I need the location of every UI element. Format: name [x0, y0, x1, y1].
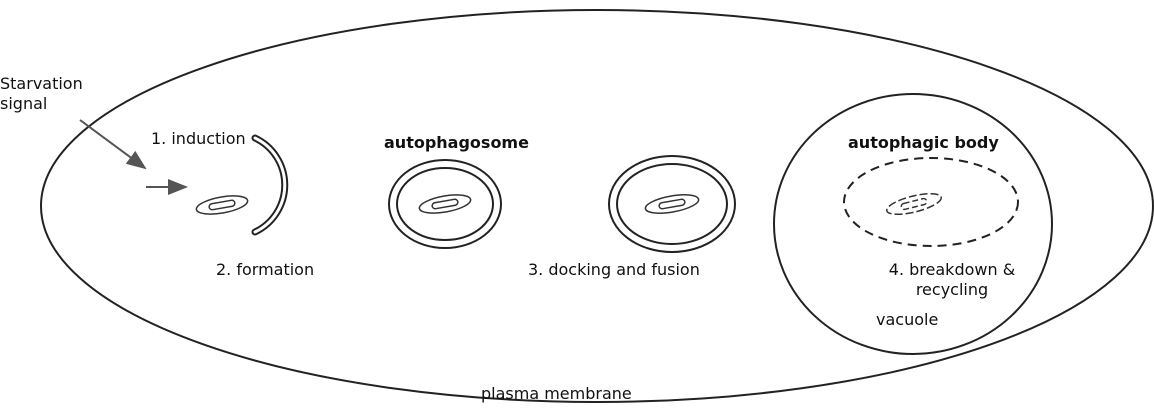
breakdown-label: 4. breakdown & recycling: [862, 260, 1042, 300]
starvation-label-line1: Starvation: [0, 74, 83, 94]
autophagic-body-label: autophagic body: [848, 133, 999, 153]
docking-label: 3. docking and fusion: [528, 260, 700, 280]
formation-label: 2. formation: [216, 260, 314, 280]
phagophore-cargo: [195, 193, 249, 218]
breakdown-label-line2: recycling: [862, 280, 1042, 300]
plasma-membrane-label: plasma membrane: [481, 384, 632, 404]
starvation-label-line2: signal: [0, 94, 83, 114]
breakdown-label-line1: 4. breakdown &: [862, 260, 1042, 280]
starvation-signal-label: Starvation signal: [0, 74, 83, 114]
autophagosome-label: autophagosome: [384, 133, 529, 153]
starvation-signal-arrow: [80, 120, 145, 168]
phagophore-membrane: [255, 138, 285, 232]
docking-autophagosome: [609, 156, 735, 252]
autophagosome: [389, 160, 501, 248]
induction-label: 1. induction: [151, 129, 246, 149]
vacuole-label: vacuole: [876, 310, 938, 330]
